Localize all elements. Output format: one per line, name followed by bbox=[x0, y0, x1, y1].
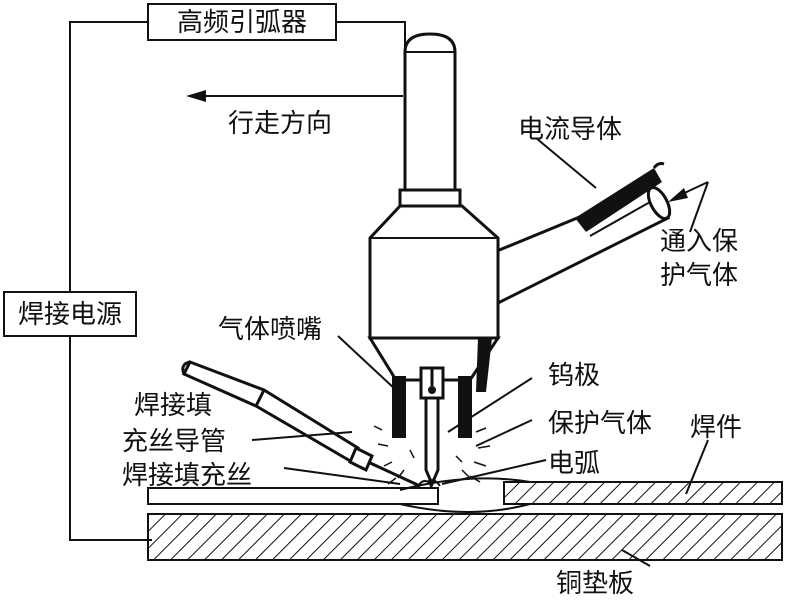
filler-guide-label-line2: 充丝导管 bbox=[122, 427, 226, 457]
filler-guide-label-line1: 焊接填 bbox=[134, 391, 212, 421]
torch-collar bbox=[398, 188, 462, 208]
tungsten-electrode bbox=[419, 366, 445, 488]
shielding-gas-label: 保护气体 bbox=[548, 409, 652, 439]
shielding-gas-in-label-line2: 护气体 bbox=[660, 261, 738, 291]
arc-label: 电弧 bbox=[548, 449, 600, 479]
gas-nozzle-label: 气体喷嘴 bbox=[218, 315, 322, 345]
hf-arc-starter-label: 高频引弧器 bbox=[177, 8, 307, 38]
welding-power-source-label: 焊接电源 bbox=[18, 300, 122, 330]
gas-hose bbox=[475, 162, 672, 307]
copper-backing-plate-label: 铜垫板 bbox=[556, 569, 634, 599]
filler-wire-guide-tube bbox=[181, 360, 374, 473]
travel-direction-arrow bbox=[186, 90, 403, 102]
welding-power-source-box: 焊接电源 bbox=[3, 291, 137, 337]
current-conductor-label: 电流导体 bbox=[518, 115, 622, 145]
travel-direction-label: 行走方向 bbox=[228, 109, 332, 139]
leader-lines bbox=[251, 137, 709, 567]
workpiece bbox=[147, 477, 783, 513]
torch-handle bbox=[403, 32, 457, 194]
filler-wire-label: 焊接填充丝 bbox=[122, 461, 252, 491]
power-circuit-wire bbox=[69, 21, 406, 541]
torch-body bbox=[368, 204, 500, 340]
workpiece-label: 焊件 bbox=[690, 413, 742, 443]
shielding-gas-in-label-line1: 通入保 bbox=[660, 227, 738, 257]
filler-wire bbox=[367, 460, 421, 488]
tungsten-electrode-label: 钨极 bbox=[548, 361, 600, 391]
copper-backing-plate bbox=[147, 513, 783, 561]
hf-arc-starter-box: 高频引弧器 bbox=[147, 3, 337, 41]
gas-nozzle bbox=[367, 336, 501, 438]
